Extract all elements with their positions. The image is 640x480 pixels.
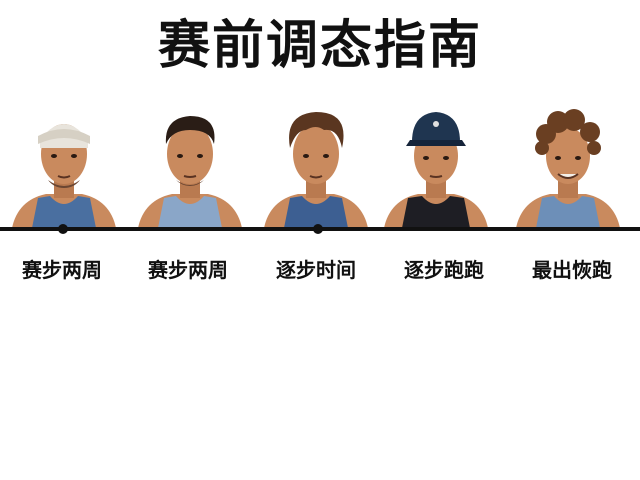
stage-label-5: 最出恢跑 [532, 258, 612, 282]
stage-portrait-3 [260, 100, 372, 228]
athlete-portrait-icon [516, 109, 620, 228]
stage-label-1: 赛步两周 [22, 258, 102, 282]
stage-label-4: 逐步跑跑 [404, 258, 484, 282]
stage-portrait-5 [512, 100, 624, 228]
timeline-node [313, 224, 323, 234]
timeline-node [58, 224, 68, 234]
athlete-portrait-icon [264, 112, 368, 228]
stage-label-2: 赛步两周 [148, 258, 228, 282]
stage-portrait-4 [380, 100, 492, 228]
athlete-portrait-icon [12, 124, 116, 228]
stage-label-3: 逐步时间 [276, 258, 356, 282]
page-title: 赛前调态指南 [157, 16, 482, 76]
athlete-portrait-icon [384, 112, 488, 228]
stage-portrait-2 [134, 100, 246, 228]
athlete-portrait-icon [138, 116, 242, 228]
stage-portrait-1 [8, 100, 120, 228]
